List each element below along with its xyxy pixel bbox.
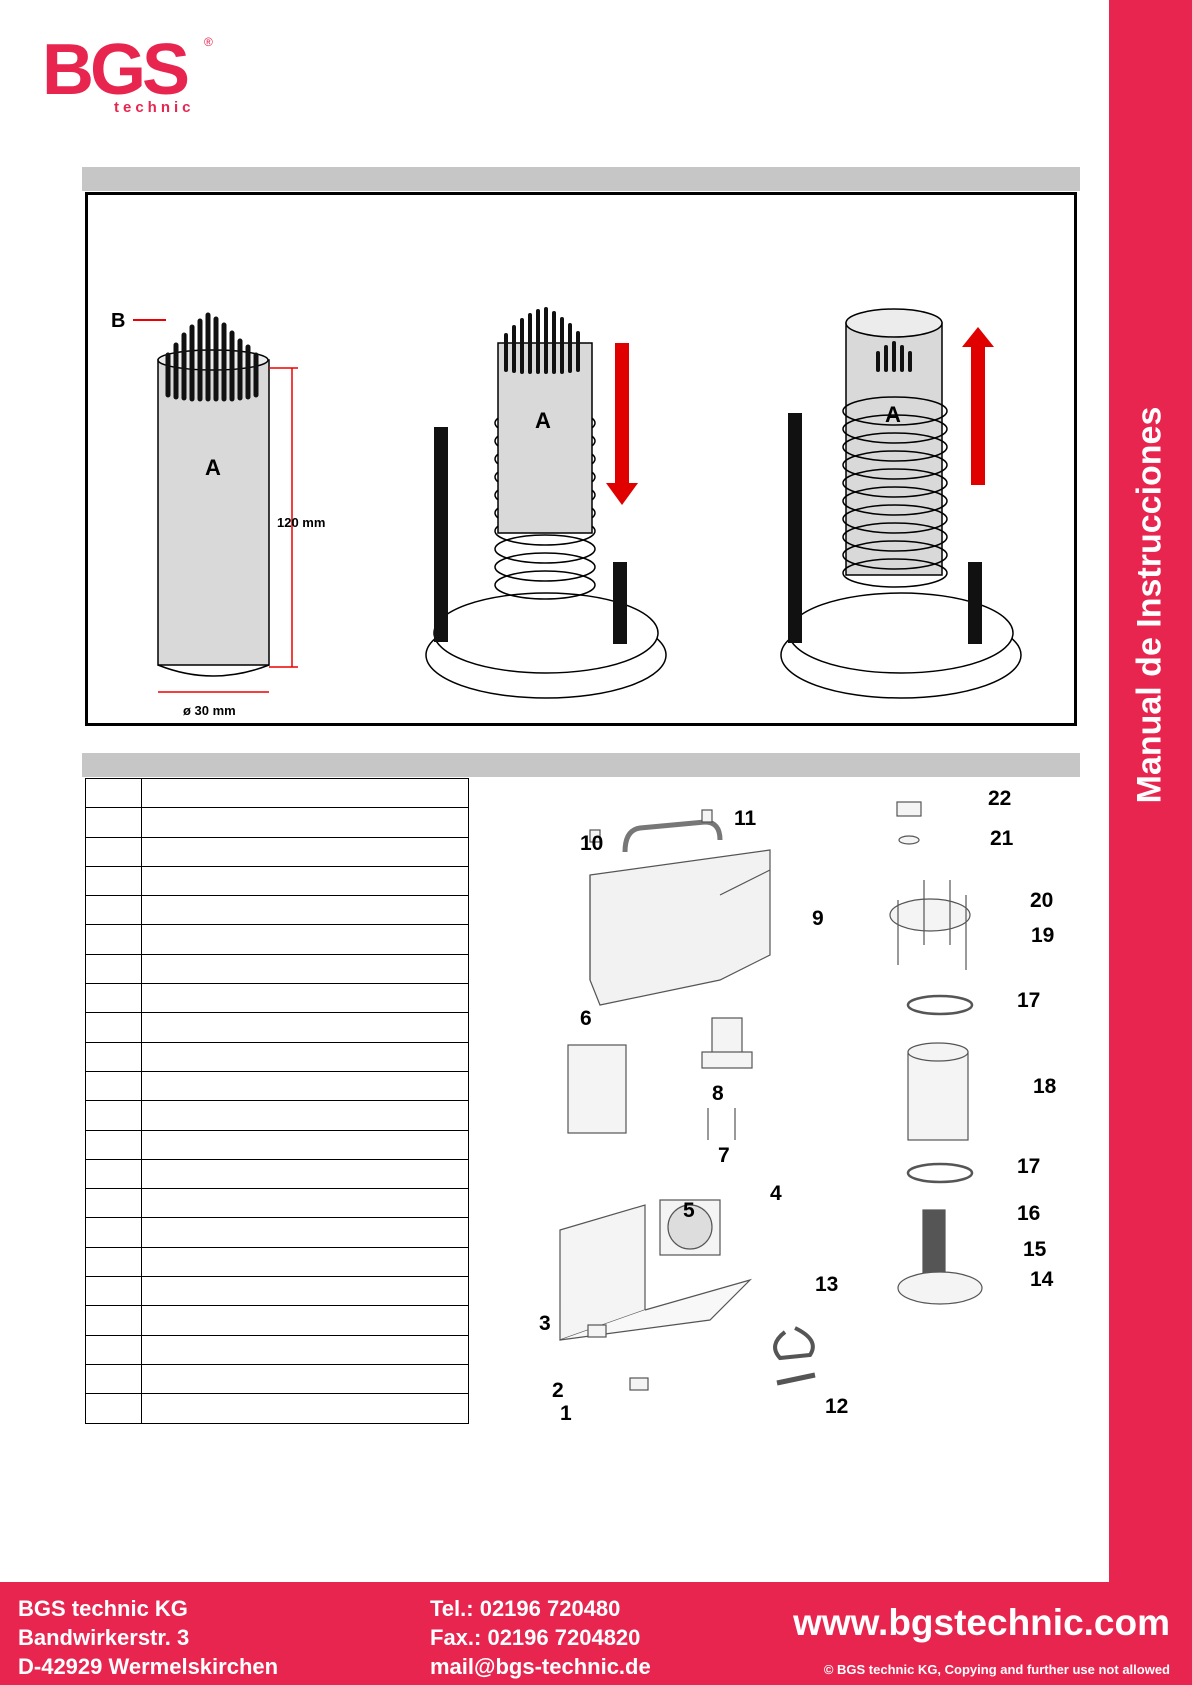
footer-company: BGS technic KG (18, 1596, 188, 1621)
table-row (85, 1129, 469, 1160)
section-header-bar (82, 167, 1080, 191)
callout-17-upper: 17 (1017, 989, 1040, 1012)
callout-9: 9 (812, 907, 824, 930)
footer-street: Bandwirkerstr. 3 (18, 1625, 190, 1650)
footer-fax: Fax.: 02196 7204820 (430, 1625, 641, 1650)
table-row (85, 1100, 469, 1131)
callout-4: 4 (770, 1182, 782, 1205)
stand-insert-figure: A (425, 307, 667, 699)
table-row (85, 1012, 469, 1043)
footer-city: D-42929 Wermelskirchen (18, 1654, 279, 1679)
callout-15: 15 (1023, 1238, 1047, 1261)
callout-5: 5 (683, 1199, 695, 1222)
table-row (85, 807, 469, 838)
table-row (85, 865, 469, 897)
dimension-diameter: ø 30 mm (183, 703, 236, 718)
footer-copyright: © BGS technic KG, Copying and further us… (823, 1662, 1170, 1677)
exploded-parts-diagram: 1 2 3 4 5 6 7 8 9 10 11 12 13 14 15 16 1… (539, 787, 1057, 1425)
callout-10: 10 (580, 832, 603, 855)
table-row (85, 895, 469, 926)
sidebar-title: Manual de Instrucciones (1130, 406, 1169, 804)
footer-address: BGS technic KG Bandwirkerstr. 3 D-42929 … (18, 1594, 278, 1681)
sidebar-band (1109, 0, 1192, 1685)
table-row (85, 1070, 469, 1102)
usage-figure: B A 120 mm ø 30 mm (85, 192, 1077, 726)
callout-19: 19 (1031, 924, 1054, 947)
callout-13: 13 (815, 1273, 838, 1296)
table-row (85, 924, 469, 955)
footer-contact: Tel.: 02196 720480 Fax.: 02196 7204820 m… (430, 1594, 651, 1681)
table-row (85, 836, 469, 867)
callout-7: 7 (718, 1144, 730, 1167)
callout-3: 3 (539, 1312, 551, 1335)
callout-8: 8 (712, 1082, 724, 1105)
label-a-remove: A (885, 402, 901, 427)
callout-2: 2 (552, 1379, 564, 1402)
table-row (85, 1041, 469, 1072)
stand-remove-figure: A (780, 308, 1022, 699)
parts-table (85, 777, 469, 1424)
table-row (85, 1393, 469, 1424)
label-b: B (111, 310, 125, 332)
section-header-bar-parts (82, 753, 1080, 777)
callout-6: 6 (580, 1007, 592, 1030)
callout-1: 1 (560, 1402, 572, 1425)
table-row (85, 1246, 469, 1278)
table-row (85, 1276, 469, 1307)
brush-tube-figure: B A 120 mm ø 30 mm (111, 310, 325, 718)
table-row (85, 1158, 469, 1190)
callout-21: 21 (990, 827, 1014, 850)
bgs-logo: BGS ® technic (42, 32, 213, 116)
label-a-tube: A (205, 455, 221, 480)
callout-18: 18 (1033, 1075, 1057, 1098)
callout-22: 22 (988, 787, 1011, 810)
logo-subtext: technic (114, 99, 195, 116)
footer-mail[interactable]: mail@bgs-technic.de (430, 1654, 651, 1679)
footer-website-link[interactable]: www.bgstechnic.com (793, 1602, 1170, 1643)
callout-14: 14 (1030, 1268, 1054, 1291)
table-row (85, 1334, 469, 1365)
callout-11: 11 (734, 807, 757, 830)
table-row (85, 777, 469, 809)
callout-20: 20 (1030, 889, 1053, 912)
table-row (85, 1188, 469, 1219)
table-row (85, 1217, 469, 1248)
usage-illustration: B A 120 mm ø 30 mm (111, 307, 1022, 718)
table-row (85, 1363, 469, 1395)
callout-17-lower: 17 (1017, 1155, 1040, 1178)
callout-16: 16 (1017, 1202, 1040, 1225)
footer: BGS technic KG Bandwirkerstr. 3 D-42929 … (0, 1582, 1192, 1685)
table-row (85, 983, 469, 1014)
dimension-height: 120 mm (277, 515, 325, 530)
registered-mark: ® (204, 35, 213, 49)
table-row (85, 953, 469, 985)
callout-12: 12 (825, 1395, 848, 1418)
label-a-insert: A (535, 408, 551, 433)
logo-text: BGS (42, 32, 188, 110)
footer-tel: Tel.: 02196 720480 (430, 1596, 621, 1621)
table-row (85, 1305, 469, 1336)
